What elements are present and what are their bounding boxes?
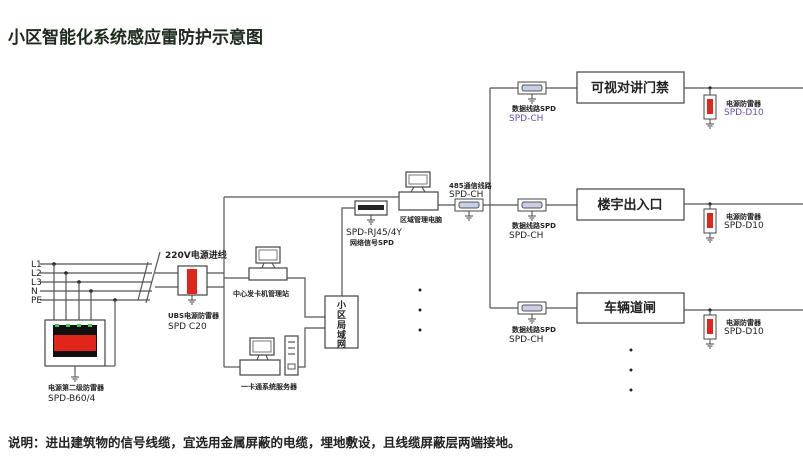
svg-text:电源防雷器: 电源防雷器	[726, 99, 762, 108]
spd-d10-device	[704, 209, 716, 242]
power-in-label: 220V电源进线	[165, 249, 227, 261]
svg-text:SPD-CH: SPD-CH	[509, 231, 543, 241]
spd-b60-model: SPD-B60/4	[48, 394, 96, 404]
svg-text:区: 区	[337, 310, 346, 321]
network-lines	[223, 88, 491, 368]
svg-text:SPD-D10: SPD-D10	[724, 108, 764, 118]
footnote: 说明：进出建筑物的信号线缆，宜选用金属屏蔽的电缆，埋地敷设，且线缆屏蔽层两端接地…	[8, 435, 521, 450]
svg-text:L1: L1	[31, 260, 42, 270]
spd-c20-name: UBS电源防雷器	[168, 311, 220, 320]
branch-vehicle-barrier: 车辆道闸 数据线路SPD SPD-CH 电源防雷器 SPD-D10	[490, 292, 803, 348]
svg-text:域: 域	[337, 329, 346, 341]
svg-text:数据线路SPD: 数据线路SPD	[512, 221, 556, 230]
lan-box: 小 区 局 域 网	[324, 295, 359, 350]
branch-intercom: 可视对讲门禁 数据线路SPD SPD-CH 电源防雷器 SPD-D10	[490, 71, 803, 128]
spd-c20-model: SPD C20	[168, 322, 207, 332]
ground-icon	[187, 294, 197, 305]
svg-text:电源防雷器: 电源防雷器	[726, 212, 762, 221]
svg-text:SPD-D10: SPD-D10	[724, 221, 764, 231]
rs485-name: 485通信线路	[449, 181, 493, 190]
spd-b60-device	[44, 319, 106, 382]
ground-icon	[366, 214, 376, 225]
branch-label: 楼宇出入口	[597, 197, 662, 213]
svg-text:SPD-CH: SPD-CH	[509, 114, 543, 124]
svg-text:N: N	[31, 287, 38, 297]
svg-text:数据线路SPD: 数据线路SPD	[512, 104, 556, 113]
rs485-model: SPD-CH	[449, 190, 483, 200]
power-line-labels: L1 L2 L3 N PE	[31, 260, 42, 306]
card-server-label: 一卡通系统服务器	[241, 382, 298, 391]
branch-building-entrance: 楼宇出入口 数据线路SPD SPD-CH 电源防雷器 SPD-D10	[490, 188, 803, 242]
svg-text:SPD-D10: SPD-D10	[724, 327, 764, 337]
region-pc-label: 区域管理电脑	[400, 215, 442, 224]
svg-text:网: 网	[337, 339, 346, 350]
power-lines	[40, 251, 224, 367]
svg-text:小: 小	[336, 299, 346, 311]
svg-text:L3: L3	[31, 278, 42, 288]
spd-d10-device	[704, 315, 716, 348]
svg-text:PE: PE	[31, 296, 42, 306]
card-station-computer-icon	[248, 246, 288, 281]
region-pc-icon	[398, 171, 439, 211]
spd-d10-device	[704, 95, 716, 128]
svg-text:局: 局	[337, 320, 346, 331]
spd-c20-device	[177, 265, 208, 305]
card-server-icon	[239, 335, 299, 376]
spd-rj45-device	[354, 200, 388, 225]
continuation-dots	[418, 288, 633, 392]
spd-rj45-model: SPD-RJ45/4Y	[346, 228, 402, 238]
svg-text:电源防雷器: 电源防雷器	[726, 318, 762, 327]
spd-b60-name: 电源第二级防雷器	[48, 383, 105, 392]
branch-label: 车辆道闸	[604, 300, 656, 316]
spd-485-device	[455, 199, 483, 220]
svg-text:数据线路SPD: 数据线路SPD	[512, 325, 556, 334]
spd-rj45-name: 网络信号SPD	[350, 238, 394, 247]
branch-label: 可视对讲门禁	[591, 80, 669, 96]
svg-text:SPD-CH: SPD-CH	[509, 335, 543, 345]
card-station-label: 中心发卡机管理站	[233, 289, 289, 298]
page-title: 小区智能化系统感应雷防护示意图	[8, 27, 263, 48]
ground-icon	[70, 371, 80, 382]
svg-text:L2: L2	[31, 269, 42, 279]
